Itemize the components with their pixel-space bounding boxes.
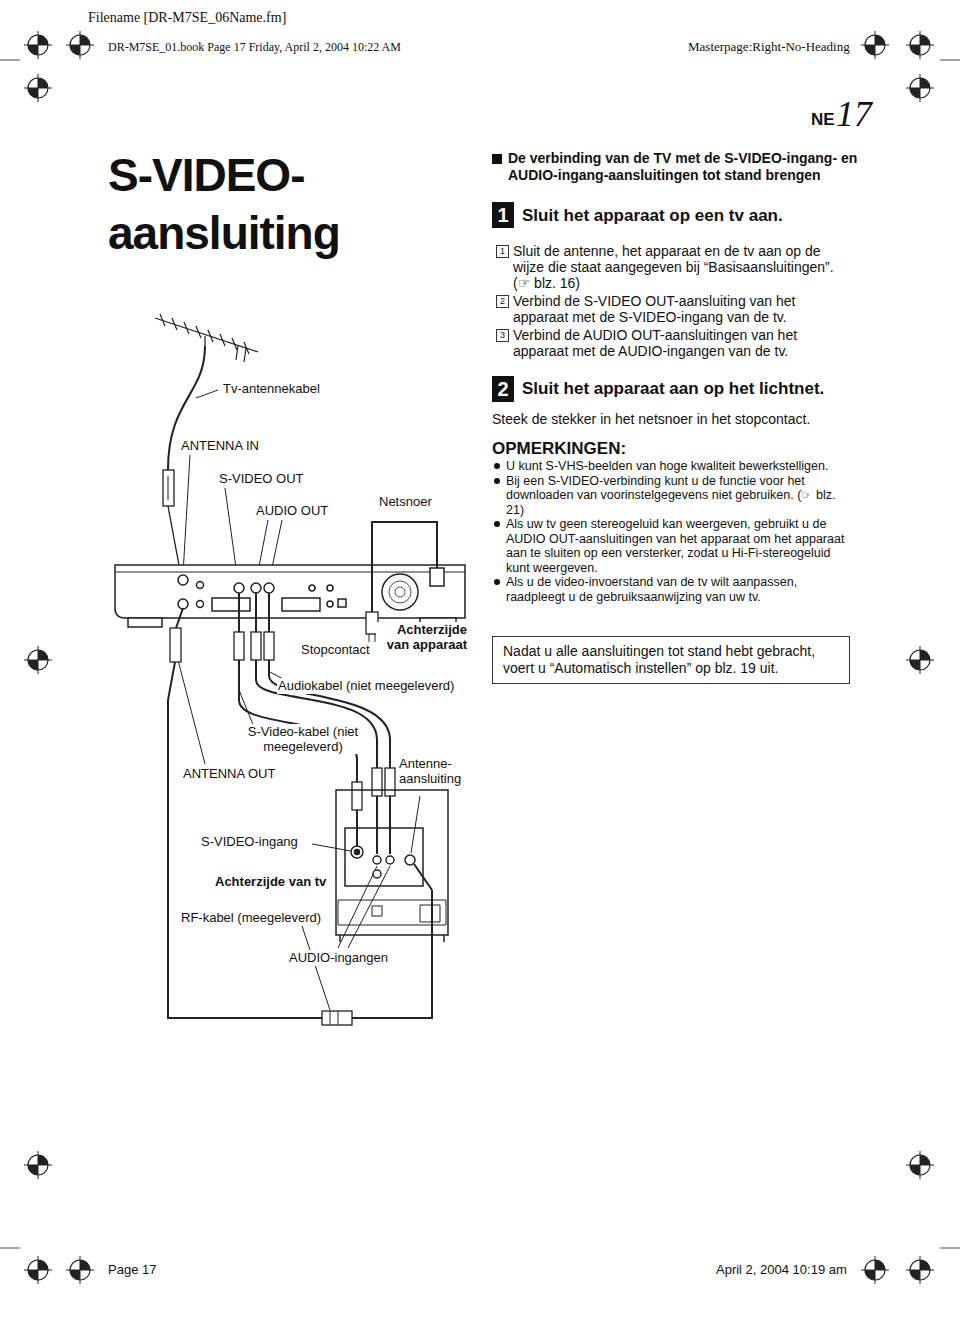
book-info: DR-M7SE_01.book Page 17 Friday, April 2,… [108, 40, 488, 54]
sub-step: Sluit de antenne, het apparaat en de tv … [513, 243, 843, 291]
cable-label: S-Video-kabel (niet meegeleverd) [242, 724, 364, 754]
masterpage: Masterpage:Right-No-Heading [688, 39, 908, 54]
bullet-dot [494, 521, 500, 527]
antenna-cable [163, 346, 205, 576]
sub-step-number: 3 [496, 329, 509, 342]
bullet-dot [494, 478, 500, 484]
leader-lines [178, 390, 420, 1010]
step-number: 1 [492, 202, 514, 228]
port-label: AUDIO-ingangen [288, 950, 389, 966]
number-text: 1 [497, 246, 508, 257]
antenna [155, 314, 258, 362]
port-label: S-VIDEO-ingang [200, 834, 299, 850]
port-label: S-VIDEO OUT [218, 471, 305, 487]
note-item: Bij een S-VIDEO-verbinding kunt u de fun… [506, 474, 851, 518]
step-body: Steek de stekker in het netsnoer in het … [492, 411, 862, 428]
av-cables [234, 593, 395, 854]
rf-cable [168, 608, 432, 1025]
port-label: ANTENNA OUT [182, 766, 276, 782]
part-label: Stopcontact [300, 642, 371, 658]
note-text: Nadat u alle aansluitingen tot stand heb… [503, 643, 839, 677]
tv-rear [336, 790, 448, 942]
note-box: Nadat u alle aansluitingen tot stand heb… [492, 636, 850, 684]
port-label: AUDIO OUT [255, 503, 329, 519]
note-item: Als u de video-invoerstand van de tv wil… [506, 575, 851, 604]
number-text: 2 [492, 376, 514, 402]
sub-step: Verbind de S-VIDEO OUT-aansluiting van h… [513, 293, 843, 325]
number-text: 3 [497, 330, 508, 341]
bullet-dot [494, 463, 500, 469]
page-number: 17 [836, 94, 896, 134]
section-heading: De verbinding van de TV met de S-VIDEO-i… [508, 150, 858, 184]
device-rear [115, 565, 465, 627]
step-number: 2 [492, 376, 514, 402]
cable-label: Audiokabel (niet meegeleverd) [277, 678, 455, 694]
note-item: U kunt S-VHS-beelden van hoge kwaliteit … [506, 459, 851, 474]
registration-marks [0, 31, 960, 1284]
step-heading: Sluit het apparaat op een tv aan. [522, 206, 852, 226]
cable-label: RF-kabel (meegeleverd) [180, 910, 322, 926]
number-text: 2 [497, 296, 508, 307]
view-label: Achterzijde van tv [214, 874, 327, 890]
section-bullet [492, 154, 502, 164]
sub-step-number: 1 [496, 245, 509, 258]
footer-page: Page 17 [108, 1262, 208, 1278]
port-label: ANTENNA IN [180, 438, 260, 454]
sub-step: Verbind de AUDIO OUT-aansluitingen van h… [513, 327, 843, 359]
step-heading: Sluit het apparaat aan op het lichtnet. [522, 379, 852, 399]
port-label: Antenne- aansluiting [398, 756, 480, 786]
number-text: 1 [492, 202, 514, 228]
notes-heading: OPMERKINGEN: [492, 439, 792, 459]
sub-step-number: 2 [496, 295, 509, 308]
note-item: Als uw tv geen stereogeluid kan weergeve… [506, 517, 851, 575]
footer-date: April 2, 2004 10:19 am [716, 1262, 916, 1278]
cable-label: Netsnoer [378, 494, 433, 510]
view-label: Achterzijde van apparaat [376, 622, 468, 652]
bullet-dot [494, 579, 500, 585]
file-name: Filename [DR-M7SE_06Name.fm] [88, 10, 408, 26]
page-title: S-VIDEO- aansluiting [108, 146, 378, 262]
cable-label: Tv-antennekabel [222, 381, 321, 397]
